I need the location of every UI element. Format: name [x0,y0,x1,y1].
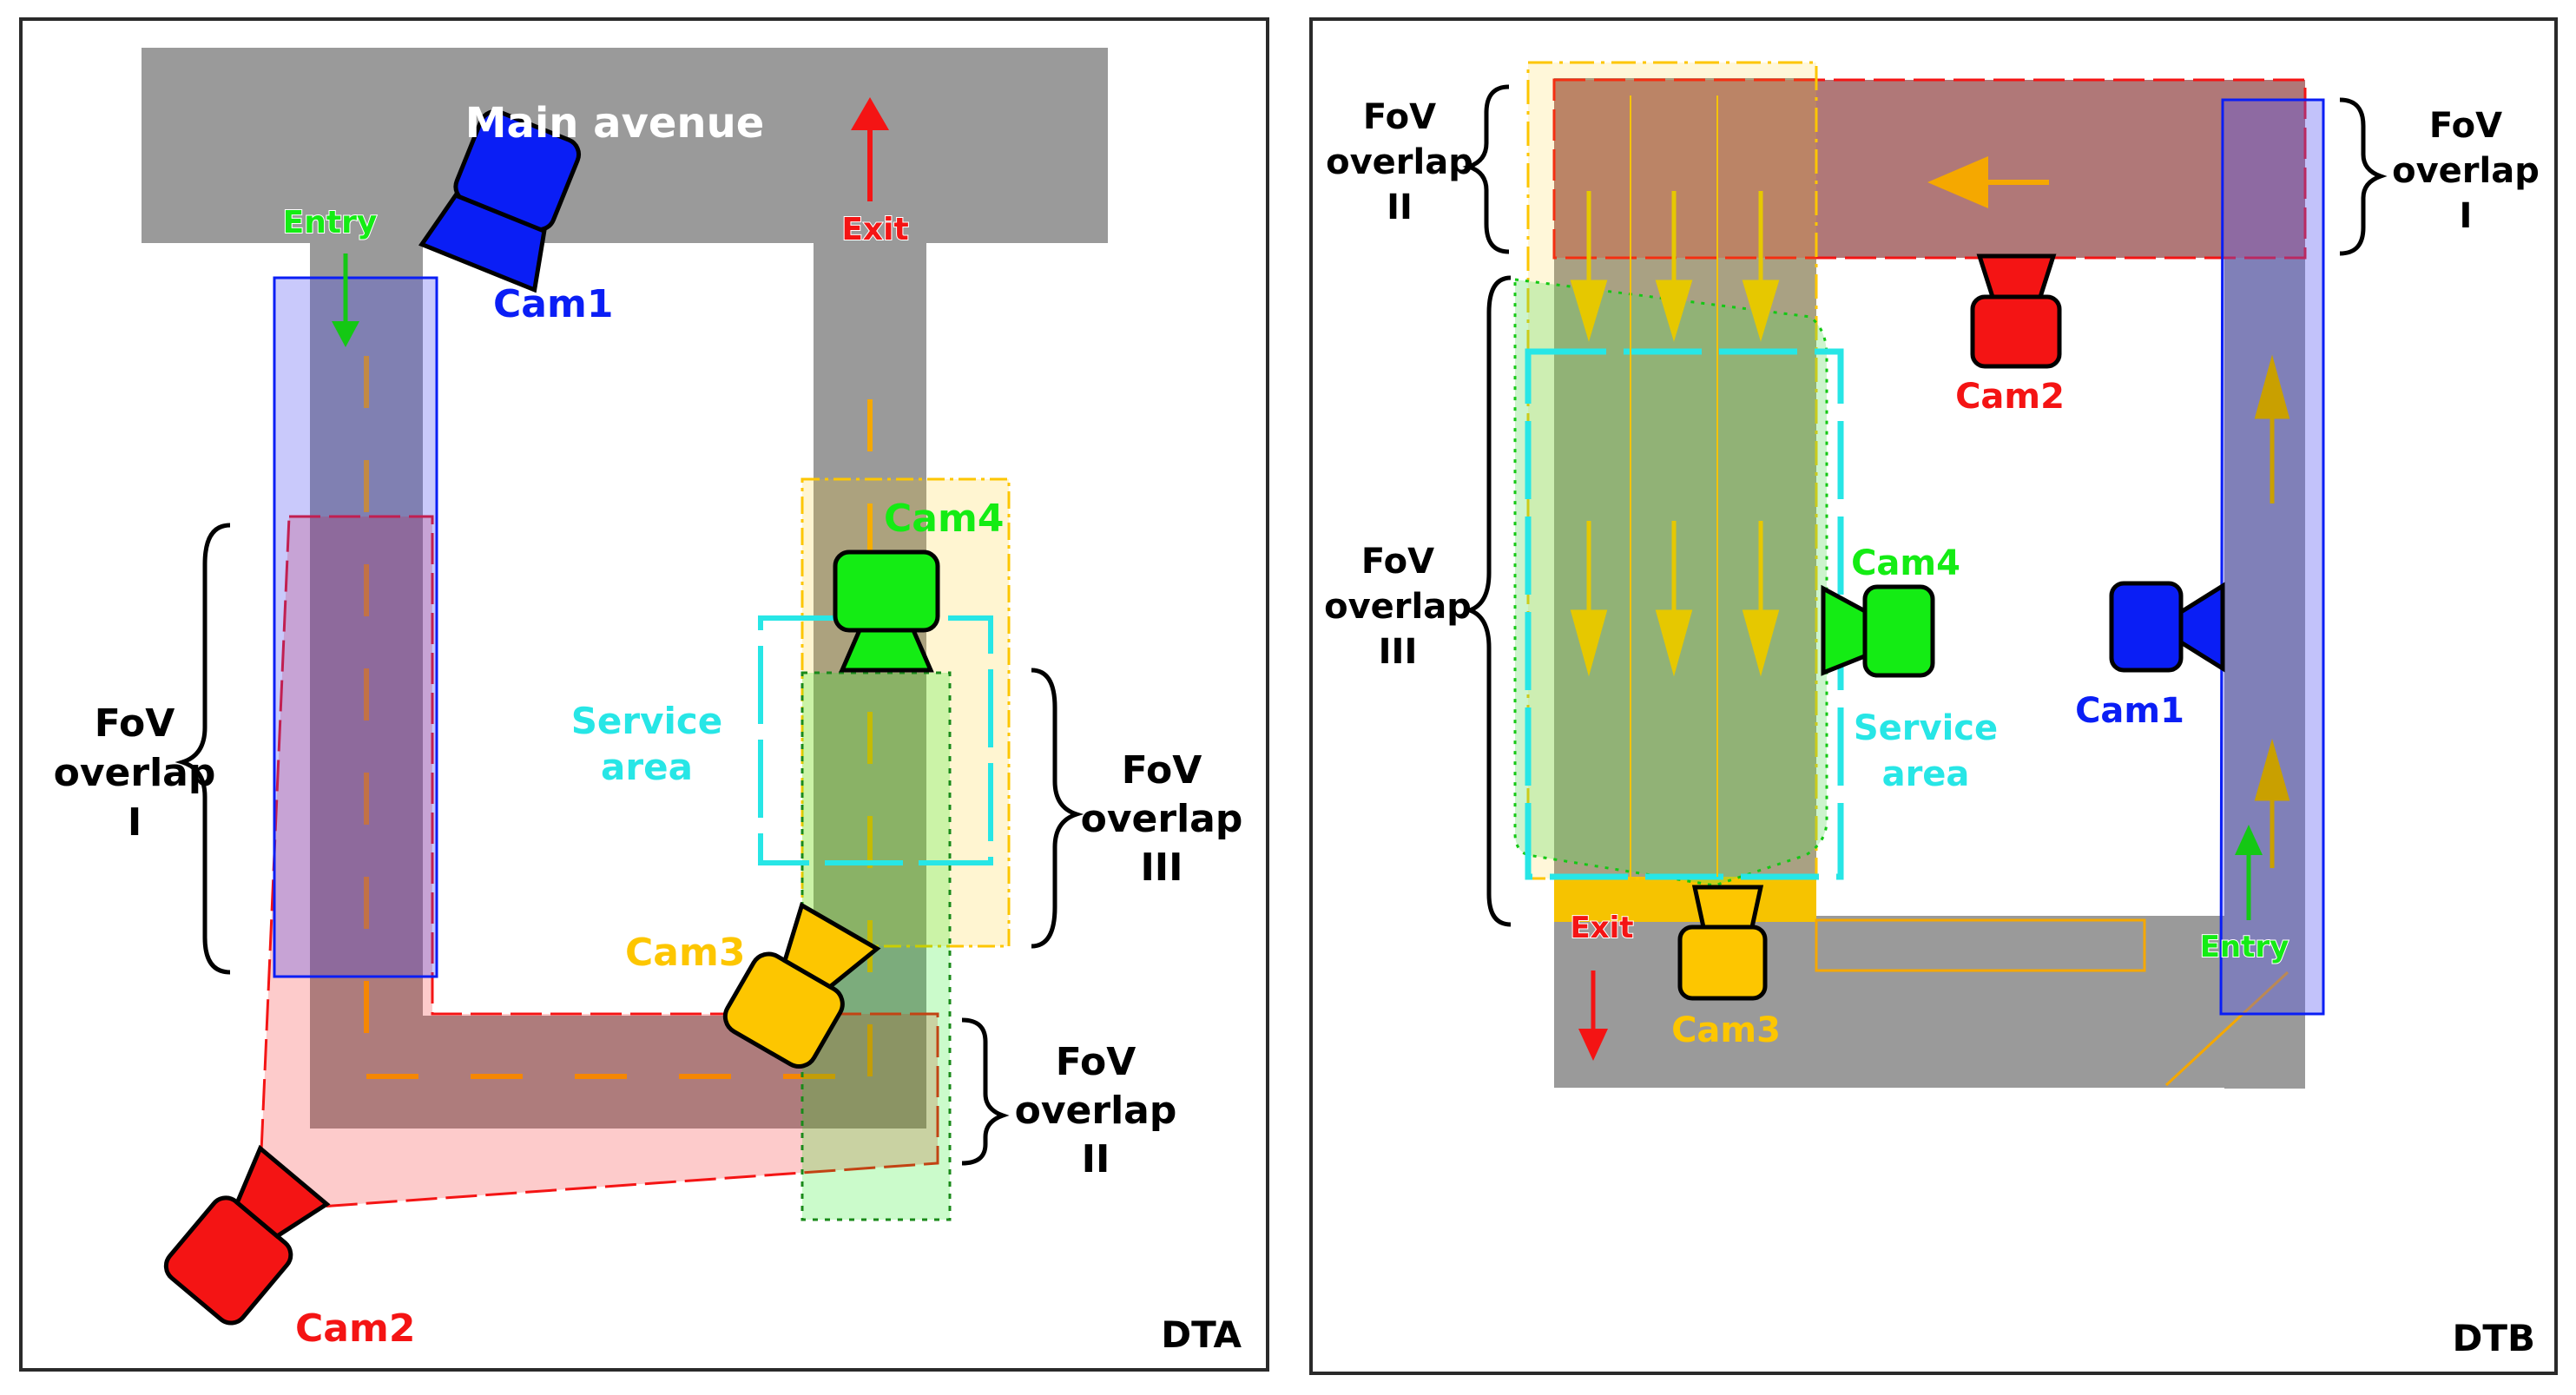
dtb-overlap-1-label-3: I [2460,196,2473,236]
dtb-cam3-fov [1513,278,1828,887]
dta-cam2-icon [163,1144,331,1326]
dta-overlap-2-label-3: II [1082,1137,1110,1181]
panel-dta: Main avenue Entry Exit Cam1 Cam2 Cam3 Ca… [19,17,1269,1372]
dtb-exit-arrow [1578,971,1608,1061]
dtb-cam3-label: Cam3 [1671,1010,1781,1050]
dta-overlap-1-label-3: I [128,800,142,845]
dta-lane-markings [364,356,873,1079]
dta-overlap-2-label-2: overlap [1015,1089,1177,1133]
dta-entry-arrow [332,253,359,347]
dtb-cam1-icon [2109,581,2225,673]
dta-cam3-label: Cam3 [625,931,745,975]
dtb-overlap-1-label-2: overlap [2392,151,2540,191]
dta-exit-arrow [851,97,889,201]
dtb-road-diagonal-mark [2164,971,2289,1087]
dta-exit-label: Exit [841,212,908,247]
dtb-overlap-3-label-1: FoV [1361,542,1434,582]
dtb-overlap-2-label-1: FoV [1363,97,1436,137]
dtb-cam2-fov [1552,78,2307,260]
panel-dta-frame [19,17,1269,1372]
dta-cam1-icon [418,109,582,293]
dta-overlap-3-label-1: FoV [1122,748,1202,793]
dtb-cam3-icon [1677,885,1768,1001]
dtb-service-area-label-2: area [1882,754,1970,794]
dta-overlap-2-bracket [961,1017,1010,1166]
dta-cam2-label: Cam2 [295,1306,415,1351]
dta-overlap-1-label-2: overlap [54,751,216,795]
dta-entry-label: Entry [283,205,378,240]
dta-cam4-icon [833,549,940,673]
dtb-cam1-label: Cam1 [2075,691,2184,731]
dtb-cam4-icon [1821,584,1935,678]
dtb-service-exit-stripe [1554,877,1816,922]
dta-panel-label: DTA [1161,1313,1242,1356]
panel-dtb: FoV overlap II FoV overlap III FoV overl… [1309,17,2558,1375]
dta-main-avenue-road [142,48,1108,243]
dta-cam1-label: Cam1 [493,282,613,326]
dtb-entry-arrow [2235,825,2263,920]
dtb-right-road [2224,80,2305,1089]
dta-cam4-label: Cam4 [884,497,1004,541]
dtb-service-area-label-1: Service [1854,708,1998,748]
dtb-overlap-3-label-2: overlap [1324,587,1472,627]
dta-overlap-2-label-1: FoV [1056,1040,1136,1084]
dtb-cam1-fov [2219,98,2325,1016]
dtb-overlap-1-bracket [2339,97,2388,256]
dta-service-area-label-1: Service [571,700,723,742]
dtb-bottom-road [1554,916,2231,1088]
dta-overlap-1-label-1: FoV [95,701,175,746]
dtb-service-lane-lines [1630,95,1718,877]
dta-overlap-3-bracket [1031,668,1084,949]
dtb-cam4-label: Cam4 [1851,543,1960,583]
dtb-top-road-arrow [1927,156,2049,208]
dta-overlap-3-label-3: III [1140,846,1183,890]
dta-service-area-label-2: area [601,746,693,788]
dta-overlap-1-bracket [175,523,231,975]
dtb-overlap-2-label-3: II [1387,188,1413,227]
dtb-cam2-label: Cam2 [1955,377,2065,417]
dtb-exit-label: Exit [1570,911,1633,945]
dtb-panel-label: DTB [2452,1317,2535,1359]
dta-cam3-icon [722,902,881,1069]
dta-overlap-3-label-2: overlap [1081,797,1243,841]
dtb-entry-label: Entry [2200,930,2289,964]
dtb-overlap-2-label-2: overlap [1326,142,1473,182]
dtb-right-road-arrows [2254,354,2290,868]
dtb-roads [1554,78,2305,1089]
dta-cam1-fov [273,276,438,978]
dtb-parking-outline [1815,918,2146,972]
dta-main-avenue-label: Main avenue [465,99,765,148]
dtb-cam2-icon [1970,253,2062,369]
dtb-service-lanes [1554,78,1816,885]
dtb-overlap-2-bracket [1462,84,1510,254]
dtb-lane-arrows [1570,191,1780,677]
dtb-overlap-3-bracket [1463,275,1512,927]
dtb-overlap-1-label-1: FoV [2429,106,2502,146]
dtb-overlap-3-label-3: III [1379,632,1418,672]
